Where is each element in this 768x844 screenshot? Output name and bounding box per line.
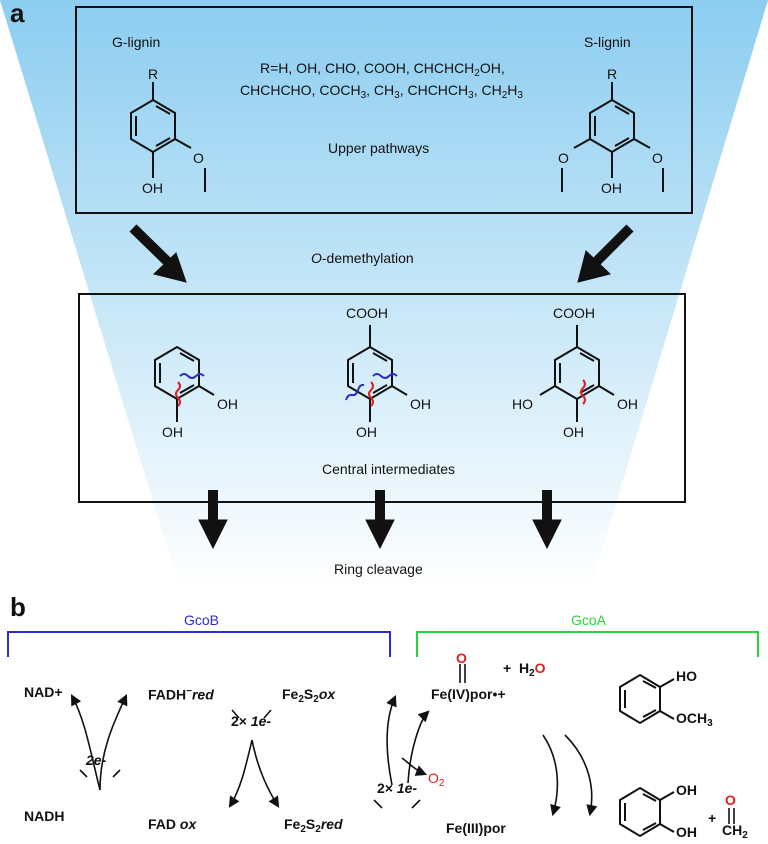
nad-plus: NAD+ — [24, 684, 63, 700]
fad-ox: FAD ox — [148, 816, 197, 832]
gallate-oh-right: OH — [617, 396, 638, 412]
big-arrows — [129, 224, 634, 550]
upper-pathways-label: Upper pathways — [328, 140, 430, 156]
s-oh: OH — [601, 180, 622, 196]
s-lignin-structure — [561, 82, 664, 192]
s-r-atom: R — [607, 66, 618, 82]
catechol-product-oh-top: OH — [676, 782, 697, 798]
g-r-atom: R — [148, 66, 159, 82]
catechol-product-oh-bottom: OH — [676, 824, 697, 840]
oxo-oxygen: O — [456, 650, 467, 666]
fadh-red: FADH−red — [148, 686, 214, 703]
two-times-one-electron-left: 2× 1e- — [231, 713, 272, 729]
cleavage-marks — [175, 373, 586, 407]
formaldehyde-ch2: CH2 — [722, 822, 748, 841]
guaiacol-structure — [619, 673, 675, 725]
nadh: NADH — [24, 808, 65, 824]
s-lignin-label: S-lignin — [584, 34, 631, 50]
r-group-definition: R=H, OH, CHO, COOH, CHCHCH2OH, — [260, 60, 505, 79]
gallate-ho-left: HO — [512, 396, 533, 412]
catechol-product-structure — [619, 786, 675, 838]
central-intermediates-box — [78, 293, 686, 503]
brackets — [7, 631, 759, 657]
ring-cleavage-label: Ring cleavage — [334, 561, 423, 577]
pca-cooh: COOH — [346, 305, 388, 321]
central-intermediates-label: Central intermediates — [322, 461, 456, 477]
s-o-atom-left: O — [558, 150, 569, 166]
reaction-ticks — [79, 709, 421, 809]
gcoa-label: GcoA — [571, 612, 607, 628]
fe-iii-por: Fe(III)por — [446, 820, 506, 836]
panel-b-label: b — [10, 592, 26, 622]
two-electrons-nad: 2e- — [86, 752, 107, 768]
pca-oh-bottom: OH — [356, 424, 377, 440]
catechol-oh-bottom: OH — [162, 424, 183, 440]
catechol-structure — [154, 345, 215, 422]
plus-water: + H2O — [503, 660, 546, 679]
reaction-arrows — [70, 693, 598, 817]
fe-iv-por: Fe(IV)por•+ — [431, 686, 506, 702]
formaldehyde-oxygen: O — [725, 792, 736, 808]
r-group-definition-line2: CHCHCHO, COCH3, CH3, CHCHCH3, CH2H3 — [240, 82, 523, 101]
upper-pathways-box — [75, 6, 693, 214]
o2-label: O2 — [428, 770, 445, 789]
gcob-label: GcoB — [184, 612, 220, 628]
g-o-atom: O — [193, 150, 204, 166]
gallate-oh-bottom: OH — [563, 424, 584, 440]
plus-formaldehyde: + — [708, 810, 717, 826]
fe2s2-red: Fe2S2red — [284, 816, 343, 835]
g-oh: OH — [142, 180, 163, 196]
two-times-one-electron-right: 2× 1e- — [377, 780, 418, 796]
gallate-structure — [539, 325, 615, 422]
guaiacol-ho: HO — [676, 668, 697, 684]
panel-a-label: a — [10, 0, 25, 28]
protocatechuate-structure — [347, 325, 408, 422]
g-lignin-label: G-lignin — [112, 34, 161, 50]
gallate-cooh: COOH — [553, 305, 595, 321]
oxo-bonds — [459, 664, 735, 824]
pca-oh-right: OH — [410, 396, 431, 412]
catechol-oh-right: OH — [217, 396, 238, 412]
s-o-atom-right: O — [652, 150, 663, 166]
g-lignin-structure — [130, 82, 206, 192]
fe2s2-ox: Fe2S2ox — [282, 686, 336, 705]
o-demethylation-label: O-demethylation — [311, 250, 414, 266]
guaiacol-och3: OCH3 — [676, 710, 713, 729]
